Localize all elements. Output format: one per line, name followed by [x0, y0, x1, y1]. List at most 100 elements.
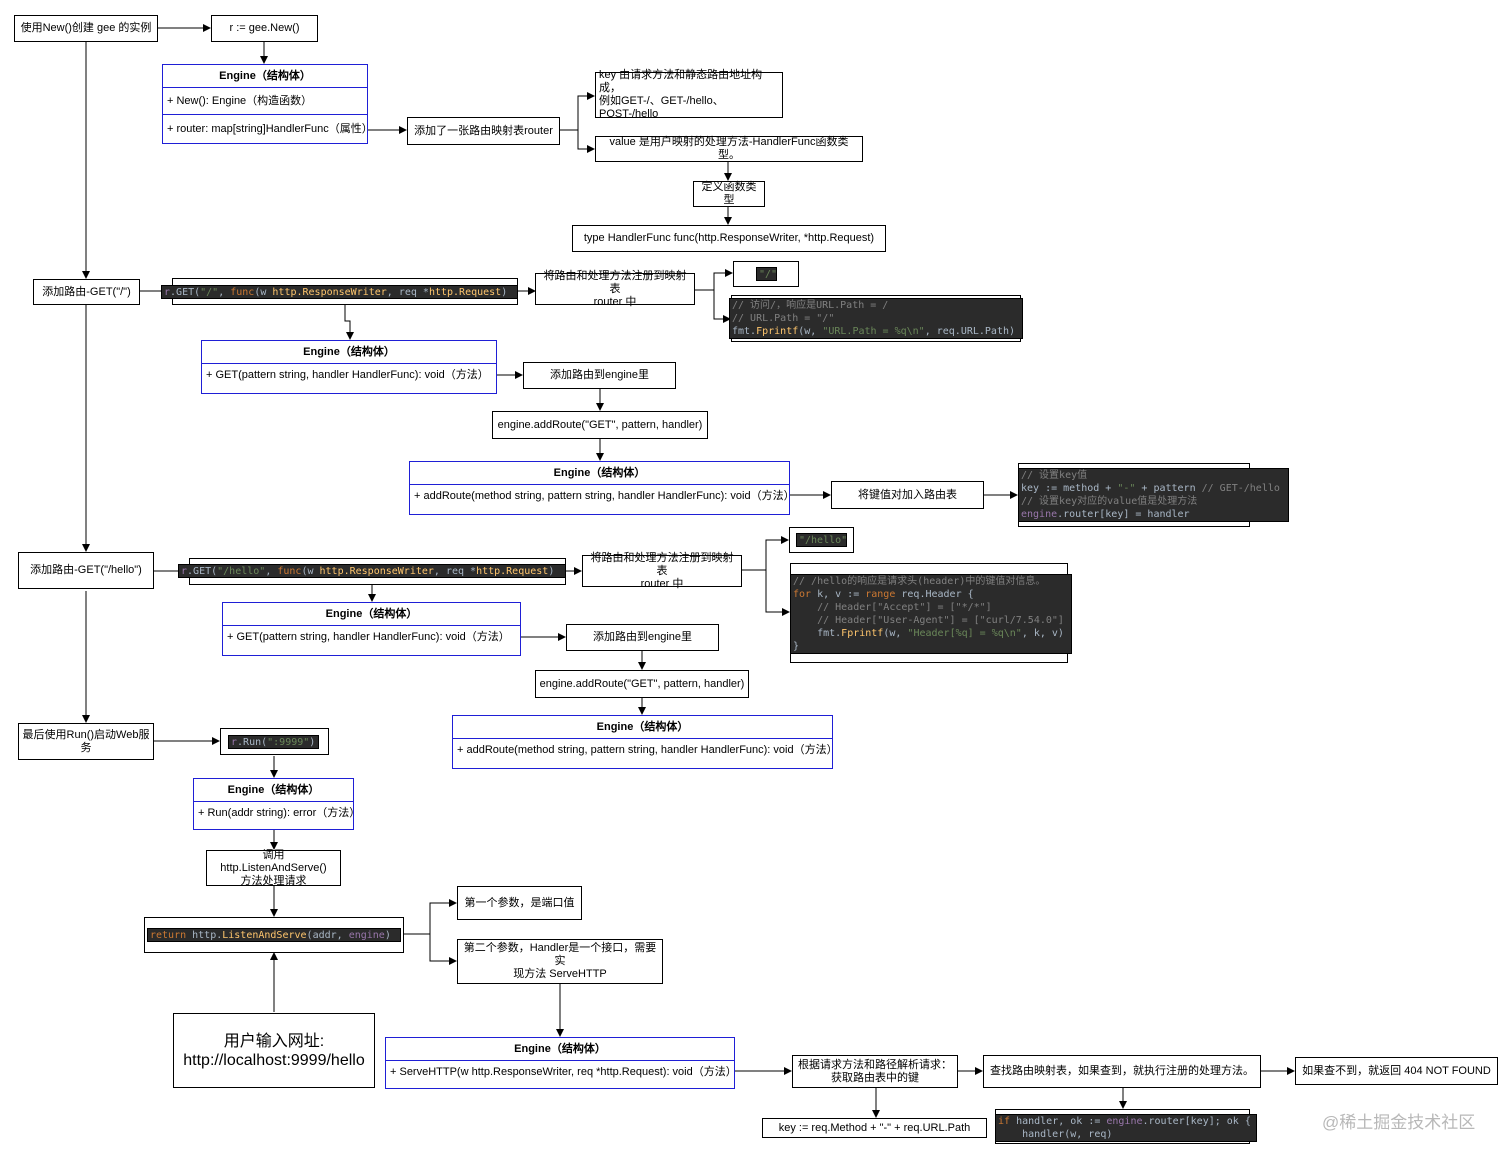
code-token: ":9999": [267, 737, 310, 748]
code-token: fmt.: [793, 628, 842, 639]
code-line: handler(w, req): [998, 1129, 1113, 1140]
get-hello-code: r.GET("/hello", func(w http.ResponseWrit…: [178, 564, 566, 578]
add-kv-box: 将键值对加入路由表: [831, 481, 984, 509]
code-token: "/": [200, 287, 219, 298]
engine-get-method: + GET(pattern string, handler HandlerFun…: [227, 631, 510, 643]
code-token: (w,: [883, 628, 908, 639]
code-token: "/hello": [217, 566, 266, 577]
key-desc-box: key 由请求方法和静态路由地址构成， 例如GET-/、GET-/hello、P…: [595, 69, 783, 120]
code-token: .Run(: [237, 737, 268, 748]
first-param-box: 第一个参数，是端口值: [457, 886, 582, 920]
edge: [577, 130, 595, 153]
edge: [695, 269, 733, 291]
code-token: "/": [759, 269, 777, 280]
run-server-box: 最后使用Run()启动Web服 务: [18, 723, 154, 760]
value-desc-box: value 是用户映射的处理方法-HandlerFunc函数类型。: [595, 136, 863, 162]
code-token: "/hello": [799, 535, 847, 546]
edge: [404, 899, 457, 935]
lookup-router-box: 查找路由映射表，如果查到，就执行注册的处理方法。: [983, 1055, 1261, 1088]
router-add-box: 添加了一张路由映射表router: [407, 117, 560, 145]
engine-addroute-method: + addRoute(method string, pattern string…: [457, 744, 838, 756]
hello-handler-code: // /hello的响应是请求头(header)中的键值对信息。 for k, …: [790, 574, 1072, 654]
code-token: .GET(: [170, 287, 201, 298]
edge: [765, 570, 790, 616]
code-token: key := method +: [1021, 483, 1118, 494]
engine-struct-get-2: Engine（结构体） + GET(pattern string, handle…: [222, 602, 521, 656]
engine-struct-new: Engine（结构体） + New(): Engine（构造函数） + rout…: [162, 64, 373, 144]
engine-servehttp-method: + ServeHTTP(w http.ResponseWriter, req *…: [390, 1066, 737, 1078]
register-route-2-box: 将路由和处理方法注册到映射表 router 中: [582, 552, 742, 590]
code-token: r: [164, 287, 171, 298]
engine-new-method: + New(): Engine（构造函数）: [167, 95, 313, 107]
engine-struct-title: Engine（结构体）: [194, 779, 353, 802]
gee-new-box: r := gee.New(): [211, 15, 318, 42]
code-token: ,: [218, 287, 231, 298]
code-token: k, v :=: [811, 589, 866, 600]
engine-struct-addroute-2: Engine（结构体） + addRoute(method string, pa…: [452, 715, 838, 769]
edge: [742, 536, 789, 571]
code-token: func: [230, 287, 255, 298]
watermark: @稀土掘金技术社区: [1322, 1113, 1476, 1132]
second-param-box: 第二个参数，Handler是一个接口，需要实 现方法 ServeHTTP: [457, 939, 663, 984]
add-route-hello-box: 添加路由-GET("/hello"): [18, 552, 154, 589]
code-token: ListenAndServe: [222, 930, 307, 941]
code-token: , req.URL.Path): [924, 326, 1016, 337]
code-token: , req *: [433, 566, 477, 577]
code-token: return: [150, 930, 187, 941]
register-route-1-box: 将路由和处理方法注册到映射表 router 中: [535, 270, 695, 308]
engine-addroute-2-box: engine.addRoute("GET", pattern, handler): [535, 670, 749, 698]
edge: [344, 305, 354, 340]
code-token: .router[key]; ok {: [1142, 1116, 1251, 1127]
run-code: r.Run(":9999"): [228, 735, 319, 749]
code-line: // 访问/，响应是URL.Path = /: [732, 300, 889, 311]
code-token: (w: [254, 287, 273, 298]
code-line: }: [793, 641, 800, 652]
hello-pattern-code: "/hello": [796, 533, 847, 547]
engine-struct-run: Engine（结构体） + Run(addr string): error（方法…: [193, 778, 360, 830]
code-token: Fprintf: [756, 326, 799, 337]
code-token: .GET(: [187, 566, 218, 577]
code-token: engine: [348, 930, 385, 941]
code-token: r: [231, 737, 238, 748]
code-line: // /hello的响应是请求头(header)中的键值对信息。: [793, 576, 1046, 587]
code-token: , k, v): [1021, 628, 1064, 639]
code-token: (w: [301, 566, 320, 577]
code-token: + pattern: [1135, 483, 1202, 494]
code-token: http.Request: [476, 566, 549, 577]
edge: [560, 92, 595, 131]
add-to-engine-1-box: 添加路由到engine里: [523, 362, 676, 389]
code-token: for: [793, 589, 812, 600]
engine-struct-title: Engine（结构体）: [410, 462, 789, 485]
engine-addroute-1-box: engine.addRoute("GET", pattern, handler): [492, 411, 708, 439]
if-handler-code: if handler, ok := engine.router[key]; ok…: [995, 1114, 1257, 1142]
code-token: Fprintf: [841, 628, 884, 639]
code-token: engine: [1021, 509, 1058, 520]
engine-struct-title: Engine（结构体）: [223, 603, 520, 626]
code-token: (addr,: [306, 930, 349, 941]
code-token: http.ResponseWriter: [319, 566, 434, 577]
edge: [429, 934, 457, 965]
parse-request-box: 根据请求方法和路径解析请求： 获取路由表中的键: [792, 1055, 958, 1088]
code-token: "-": [1117, 483, 1136, 494]
handlerfunc-type-box: type HandlerFunc func(http.ResponseWrite…: [572, 225, 886, 252]
code-token: engine: [1106, 1116, 1143, 1127]
code-line: // 设置key对应的value值是处理方法: [1021, 496, 1198, 507]
code-line: // Header["User-Agent"] = ["curl/7.54.0"…: [793, 615, 1064, 626]
code-token: ): [548, 566, 555, 577]
code-token: ): [309, 737, 316, 748]
engine-router-field: + router: map[string]HandlerFunc（属性）: [163, 114, 373, 143]
return-code: return http.ListenAndServe(addr, engine): [147, 928, 401, 942]
code-token: http.: [186, 930, 223, 941]
code-token: if: [998, 1116, 1011, 1127]
code-token: "Header[%q] = %q\n": [907, 628, 1022, 639]
add-to-engine-2-box: 添加路由到engine里: [566, 624, 719, 651]
engine-struct-get-1: Engine（结构体） + GET(pattern string, handle…: [201, 340, 497, 394]
code-token: fmt.: [732, 326, 757, 337]
add-route-root-box: 添加路由-GET("/"): [33, 279, 140, 305]
create-instance-box: 使用New()创建 gee 的实例: [14, 15, 158, 42]
engine-struct-addroute-1: Engine（结构体） + addRoute(method string, pa…: [409, 461, 795, 515]
code-token: range: [865, 589, 896, 600]
engine-struct-title: Engine（结构体）: [163, 65, 367, 88]
engine-struct-title: Engine（结构体）: [453, 716, 832, 739]
